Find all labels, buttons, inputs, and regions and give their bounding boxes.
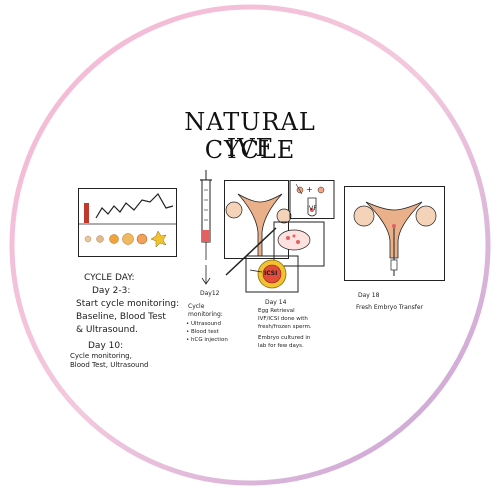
day-14-line-5: lab for few days.: [258, 343, 304, 349]
day-10-line-2: Blood Test, Ultrasound: [70, 361, 149, 369]
egg-icon: [317, 186, 325, 194]
day-2-3-heading: Day 2-3:: [92, 286, 131, 296]
ovary-icon: [225, 201, 243, 219]
day-14-line-3: fresh/frozen sperm.: [258, 324, 312, 330]
hormone-line: [95, 193, 174, 219]
dish-label: ICSI: [264, 270, 278, 277]
diagram-title: NATURAL CYCLE: [184, 108, 316, 164]
day-12-line-2: monitoring:: [188, 311, 223, 318]
petri-dish-icon: [277, 229, 311, 251]
day-14-line-1: Egg Retrieval: [258, 308, 295, 314]
egg-icon: [296, 186, 304, 194]
follicle-icon: [136, 233, 148, 245]
ovary-icon: [276, 208, 292, 224]
day-18-heading: Day 18: [358, 292, 380, 299]
egg-retrieval-panel: +: [224, 180, 335, 293]
embryo-transfer-panel: [344, 186, 445, 281]
day-12-heading: Day12: [200, 290, 220, 297]
needle-icon: [225, 227, 277, 276]
ovulation-icon: [150, 230, 167, 248]
day-2-3-line-3: & Ultrasound.: [76, 325, 138, 335]
catheter-icon: [390, 259, 398, 271]
day-2-3-line-2: Baseline, Blood Test: [76, 312, 166, 322]
follicle-icon: [109, 234, 119, 244]
day-10-line-1: Cycle monitoring,: [70, 352, 132, 360]
day-12-line-1: Cycle: [188, 303, 205, 310]
syringe-icon: [200, 170, 212, 285]
tube-label: IVF: [307, 204, 318, 212]
test-tube-icon: [307, 197, 317, 217]
ovary-icon: [415, 205, 437, 227]
day-12-line-3: • Ultrasound: [186, 321, 222, 327]
uterus-icon: [237, 193, 283, 257]
diagram-subtitle: IVF: [226, 134, 274, 162]
day-18-line-1: Fresh Embryo Transfer: [356, 304, 424, 311]
follicle-icon: [96, 235, 104, 243]
follicle-icon: [122, 233, 134, 245]
follicle-icon: [84, 235, 92, 243]
day-12-line-5: • hCG injection: [186, 337, 228, 343]
day-12-line-4: • Blood test: [186, 329, 219, 335]
svg-text:+: +: [306, 185, 313, 194]
day-14-line-2: IVF/ICSI done with: [258, 316, 308, 322]
cycle-chart-panel: [78, 188, 177, 257]
cycle-day-heading: CYCLE DAY:: [84, 273, 135, 283]
day-14-heading: Day 14: [265, 299, 287, 306]
blood-tube-icon: [84, 203, 89, 223]
day-2-3-line-1: Start cycle monitoring:: [76, 299, 180, 309]
day-14-line-4: Embryo cultured in: [258, 335, 311, 341]
day-10-heading: Day 10:: [88, 341, 124, 351]
ovary-icon: [353, 205, 375, 227]
